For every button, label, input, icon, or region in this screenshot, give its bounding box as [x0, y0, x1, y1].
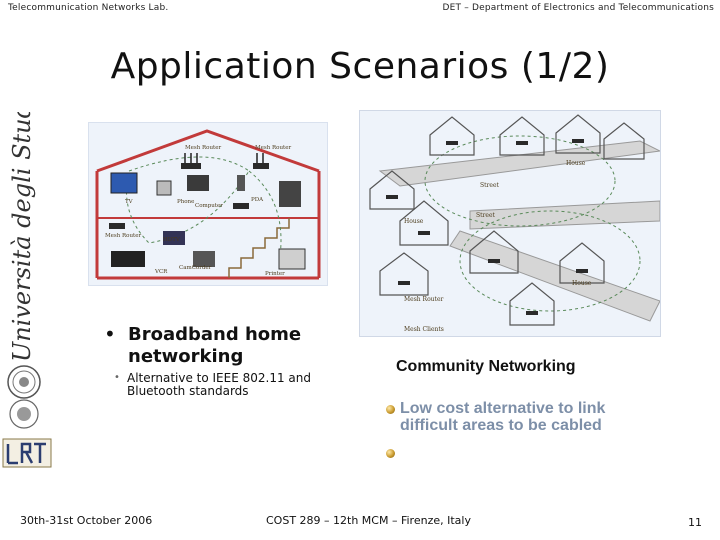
header-department: DET – Department of Electronics and Tele…	[442, 3, 714, 13]
home-label: Mesh Router	[185, 145, 221, 151]
home-label: VCR	[154, 269, 168, 275]
community-label: House	[404, 218, 424, 225]
home-label: PDA	[251, 197, 264, 203]
home-label: CamCorder	[179, 265, 212, 271]
home-label: Mesh Router	[255, 145, 291, 151]
bullet-broadband: • Broadband home networking	[104, 322, 334, 368]
community-bullet: Low cost alternative to link difficult a…	[386, 400, 656, 434]
university-script-logo: Università degli Studi di Firenze	[8, 112, 36, 362]
university-seal-icon	[7, 365, 41, 429]
bullet-dot-icon: •	[114, 372, 120, 383]
footer-date: 30th-31st October 2006	[20, 514, 153, 527]
home-label: Mesh Router	[105, 233, 141, 239]
community-networking-label: Community Networking	[396, 358, 576, 375]
community-bullet-text: Low cost alternative to link difficult a…	[400, 400, 606, 434]
community-label: Mesh Router	[404, 296, 444, 303]
community-label: House	[566, 160, 586, 167]
university-script-text: Università degli Studi di Firenze	[8, 112, 36, 362]
bullet-alternative: • Alternative to IEEE 802.11 and Bluetoo…	[114, 372, 334, 398]
community-label: Street	[480, 182, 499, 189]
footer-conference: COST 289 – 12th MCM – Firenze, Italy	[266, 514, 471, 527]
bullet-ball-icon	[386, 405, 395, 414]
community-label: House	[572, 280, 592, 287]
lab-logo-icon	[2, 438, 52, 468]
home-label: Phone	[177, 199, 194, 205]
home-label: Printer	[265, 271, 285, 277]
page-number: 11	[688, 516, 702, 529]
bullet-dot-icon: •	[104, 322, 116, 346]
home-label: TV	[125, 199, 134, 205]
community-label: Street	[476, 212, 495, 219]
community-label: Mesh Clients	[404, 326, 444, 333]
bullet-alternative-text: Alternative to IEEE 802.11 and Bluetooth…	[127, 371, 311, 398]
bullet-broadband-text: Broadband home networking	[128, 324, 302, 367]
home-label: HDTV	[163, 237, 181, 243]
home-label: Computer	[195, 203, 223, 209]
home-networking-diagram: Mesh Router Mesh Router TV Phone Compute…	[88, 122, 328, 286]
header-lab-name: Telecommunication Networks Lab.	[8, 3, 169, 13]
community-networking-diagram: House Street House Street House Mesh Rou…	[359, 110, 661, 337]
bullet-ball-icon	[386, 449, 395, 458]
slide-title: Application Scenarios (1/2)	[110, 46, 610, 87]
